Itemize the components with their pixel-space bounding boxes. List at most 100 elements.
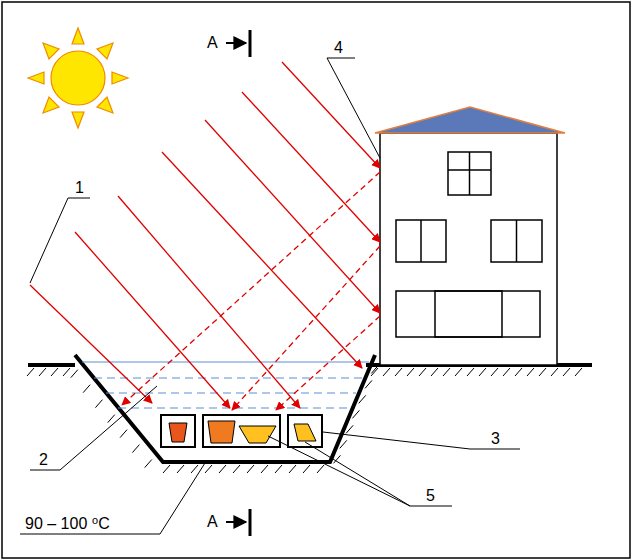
ground-hatch: [467, 368, 474, 376]
drawing-stroke: [43, 43, 59, 59]
ground-hatch: [503, 368, 510, 376]
ground-hatch: [527, 368, 534, 376]
drawing-stroke: [226, 42, 246, 44]
drawing-stroke: [327, 58, 380, 158]
drawing-stroke: [82, 361, 369, 362]
ground-hatch: [191, 465, 198, 473]
drawing-stroke: [112, 72, 128, 84]
drawing-stroke: [242, 92, 380, 242]
drawing-stroke: [118, 196, 300, 408]
ground-hatch: [407, 368, 414, 376]
drawing-stroke: [203, 415, 280, 447]
drawing-stroke: [396, 291, 540, 337]
storage-containers: [161, 415, 322, 447]
ground-hatch: [575, 368, 582, 376]
ground-hatch: [63, 368, 70, 376]
drawing-stroke: [27, 365, 582, 473]
ground-hatch: [479, 368, 486, 376]
ground-hatch: [419, 368, 426, 376]
ground-hatch: [395, 368, 402, 376]
drawing-stroke: [94, 378, 362, 379]
drawing-stroke: [305, 442, 452, 506]
ground-hatch: [163, 465, 170, 473]
drawing-stroke: [28, 72, 44, 84]
ground-hatch: [303, 465, 310, 473]
ground-hatch: [71, 370, 78, 378]
drawing-stroke: [491, 220, 542, 262]
leader-lines: [20, 58, 520, 534]
building: [375, 107, 565, 365]
drawing-stroke: [208, 421, 235, 443]
drawing-stroke: [97, 97, 113, 113]
ground-hatch: [289, 465, 296, 473]
drawing-stroke: [75, 355, 375, 462]
drawing-stroke: [420, 220, 422, 262]
ground-hatch: [563, 368, 570, 376]
drawing-stroke: [169, 423, 187, 442]
ground-hatch: [334, 455, 341, 463]
drawing-stroke: [75, 232, 230, 408]
drawing-stroke: [516, 220, 518, 262]
callout-number: 4: [333, 39, 344, 57]
ground-hatch: [219, 465, 226, 473]
drawing-stroke: [396, 220, 446, 262]
ground-hatch: [383, 368, 390, 376]
ground-hatch: [247, 465, 254, 473]
solar-rays: [30, 62, 380, 410]
ground-hatch: [108, 415, 115, 423]
ground-hatch: [177, 465, 184, 473]
ground-hatch: [275, 465, 282, 473]
ground-hatch: [317, 465, 324, 473]
drawing-stroke: [448, 169, 491, 171]
section-letter: A: [206, 34, 219, 52]
drawing-stroke: [276, 316, 380, 410]
drawing-stroke: [30, 198, 90, 283]
section-letter: A: [206, 513, 219, 531]
ground-hatch: [431, 368, 438, 376]
ground-hatch: [132, 445, 139, 453]
drawing-stroke: [72, 28, 84, 44]
drawing-stroke: [51, 51, 105, 105]
drawing-stroke: [469, 152, 471, 195]
drawing-stroke: [97, 43, 113, 59]
drawing-stroke: [205, 120, 380, 313]
drawing-stroke: [232, 246, 380, 410]
ground-hatch: [539, 368, 546, 376]
ground-hatch: [95, 400, 102, 408]
ground-hatch: [120, 430, 127, 438]
callout-number: 2: [38, 451, 49, 469]
drawing-stroke: [28, 363, 75, 367]
drawing-stroke: [375, 107, 565, 133]
ground-hatch: [27, 368, 34, 376]
ground-hatch: [515, 368, 522, 376]
callout-number: 5: [425, 487, 436, 505]
callout-number: 3: [490, 430, 501, 448]
drawing-stroke: [118, 408, 350, 409]
ground-hatch: [233, 465, 240, 473]
ground-hatch: [83, 385, 90, 393]
drawing-stroke: [268, 436, 410, 506]
drawing-stroke: [106, 393, 356, 394]
ground-hatch: [51, 368, 58, 376]
drawing-stroke: [43, 97, 59, 113]
ground-hatch: [261, 465, 268, 473]
callout-number: 1: [74, 179, 85, 197]
ground-hatch: [491, 368, 498, 376]
drawing-stroke: [294, 424, 316, 441]
ground-hatch: [39, 368, 46, 376]
ground: [27, 355, 592, 473]
drawing-stroke: [30, 386, 157, 470]
drawing-stroke: [249, 509, 252, 536]
drawing-stroke: [435, 291, 502, 337]
ground-hatch: [352, 410, 359, 418]
ground-hatch: [455, 368, 462, 376]
drawing-stroke: [20, 463, 205, 534]
drawing-stroke: [122, 172, 380, 405]
drawing-stroke: [323, 432, 520, 449]
ground-hatch: [145, 460, 152, 468]
drawing-stroke: [161, 415, 195, 447]
drawing-stroke: [226, 521, 246, 523]
